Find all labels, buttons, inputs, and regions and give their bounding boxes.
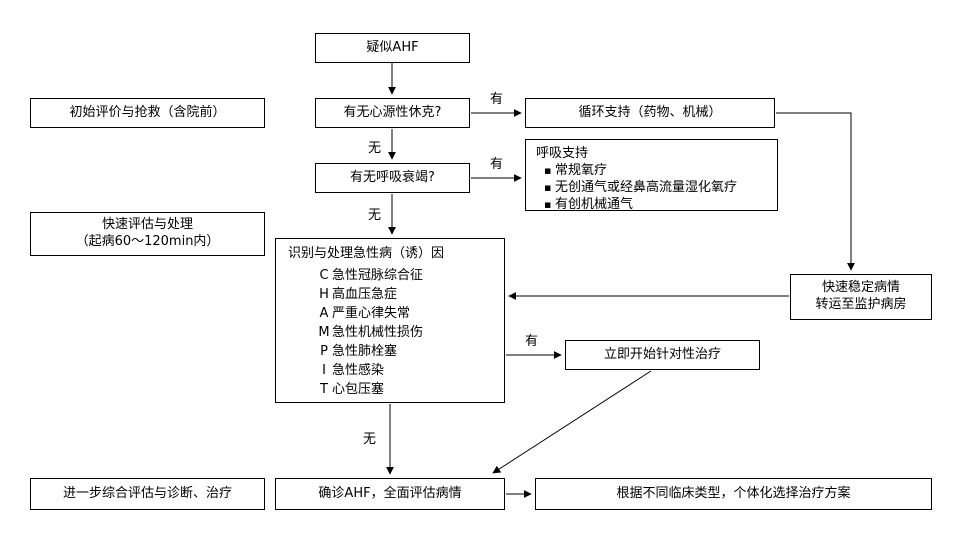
respiratory-support-item: 无创通气或经鼻高流量湿化氧疗 (544, 179, 773, 196)
edge-label-resp-yes: 有 (488, 153, 506, 172)
node-circulatory-support: 循环支持（药物、机械） (525, 98, 775, 128)
stabilize-line1: 快速稳定病情 (821, 280, 900, 296)
cause-text: 严重心律失常 (332, 305, 411, 321)
cause-code: A (319, 305, 329, 321)
cause-row: H 高血压急症 (316, 285, 500, 304)
cause-code: I (322, 362, 326, 378)
cause-row: M 急性机械性损伤 (316, 323, 500, 342)
phase-rapid-assessment-line1: 快速评估与处理 (101, 217, 193, 233)
cause-row: I 急性感染 (316, 361, 500, 380)
node-stabilize-transfer: 快速稳定病情 转运至监护病房 (790, 274, 932, 320)
respiratory-support-title: 呼吸支持 (536, 146, 589, 161)
edge-label-shock-no: 无 (366, 137, 384, 156)
phase-rapid-assessment: 快速评估与处理 （起病60～120min内） (30, 212, 265, 256)
cause-code: H (319, 286, 329, 302)
arrow-targeted-to-confirm (492, 370, 652, 474)
node-suspected-ahf: 疑似AHF (315, 33, 470, 63)
arrow-circulatory-to-stabilize (776, 112, 855, 271)
identify-causes-title: 识别与处理急性病（诱）因 (288, 246, 445, 261)
cause-text: 心包压塞 (332, 381, 385, 397)
respiratory-support-item: 有创机械通气 (544, 196, 773, 213)
cause-row: A 严重心律失常 (316, 304, 500, 323)
node-identify-causes: 识别与处理急性病（诱）因 C 急性冠脉综合征 H 高血压急症 A 严重心律失常 … (275, 238, 505, 403)
cause-row: T 心包压塞 (316, 380, 500, 399)
phase-rapid-assessment-line2: （起病60～120min内） (75, 234, 220, 249)
cause-text: 急性肺栓塞 (332, 343, 398, 359)
edge-label-cause-no: 无 (361, 428, 379, 447)
edge-label-shock-yes: 有 (488, 88, 506, 107)
node-confirm-ahf: 确诊AHF，全面评估病情 (275, 478, 505, 510)
node-treatment-plan: 根据不同临床类型，个体化选择治疗方案 (535, 478, 932, 510)
node-respiratory-failure-question: 有无呼吸衰竭? (315, 163, 470, 193)
respiratory-support-item: 常规氧疗 (544, 162, 773, 179)
cause-code: M (318, 324, 330, 340)
cause-text: 急性机械性损伤 (332, 324, 424, 340)
cause-text: 急性感染 (332, 362, 385, 378)
cause-code: T (320, 381, 328, 397)
node-targeted-treatment: 立即开始针对性治疗 (565, 340, 760, 370)
cause-text: 高血压急症 (332, 286, 398, 302)
edge-label-resp-no: 无 (366, 204, 384, 223)
phase-further-evaluation: 进一步综合评估与诊断、治疗 (30, 478, 265, 510)
cause-row: C 急性冠脉综合征 (316, 266, 500, 285)
edge-label-cause-yes: 有 (523, 330, 541, 349)
node-cardiogenic-shock-question: 有无心源性休克? (315, 98, 470, 128)
cause-code: C (319, 267, 329, 283)
phase-initial-evaluation: 初始评价与抢救（含院前） (30, 98, 265, 128)
stabilize-line2: 转运至监护病房 (815, 297, 907, 312)
cause-code: P (320, 343, 328, 359)
node-respiratory-support: 呼吸支持 常规氧疗 无创通气或经鼻高流量湿化氧疗 有创机械通气 (525, 139, 778, 213)
cause-text: 急性冠脉综合征 (332, 267, 424, 283)
cause-row: P 急性肺栓塞 (316, 342, 500, 361)
